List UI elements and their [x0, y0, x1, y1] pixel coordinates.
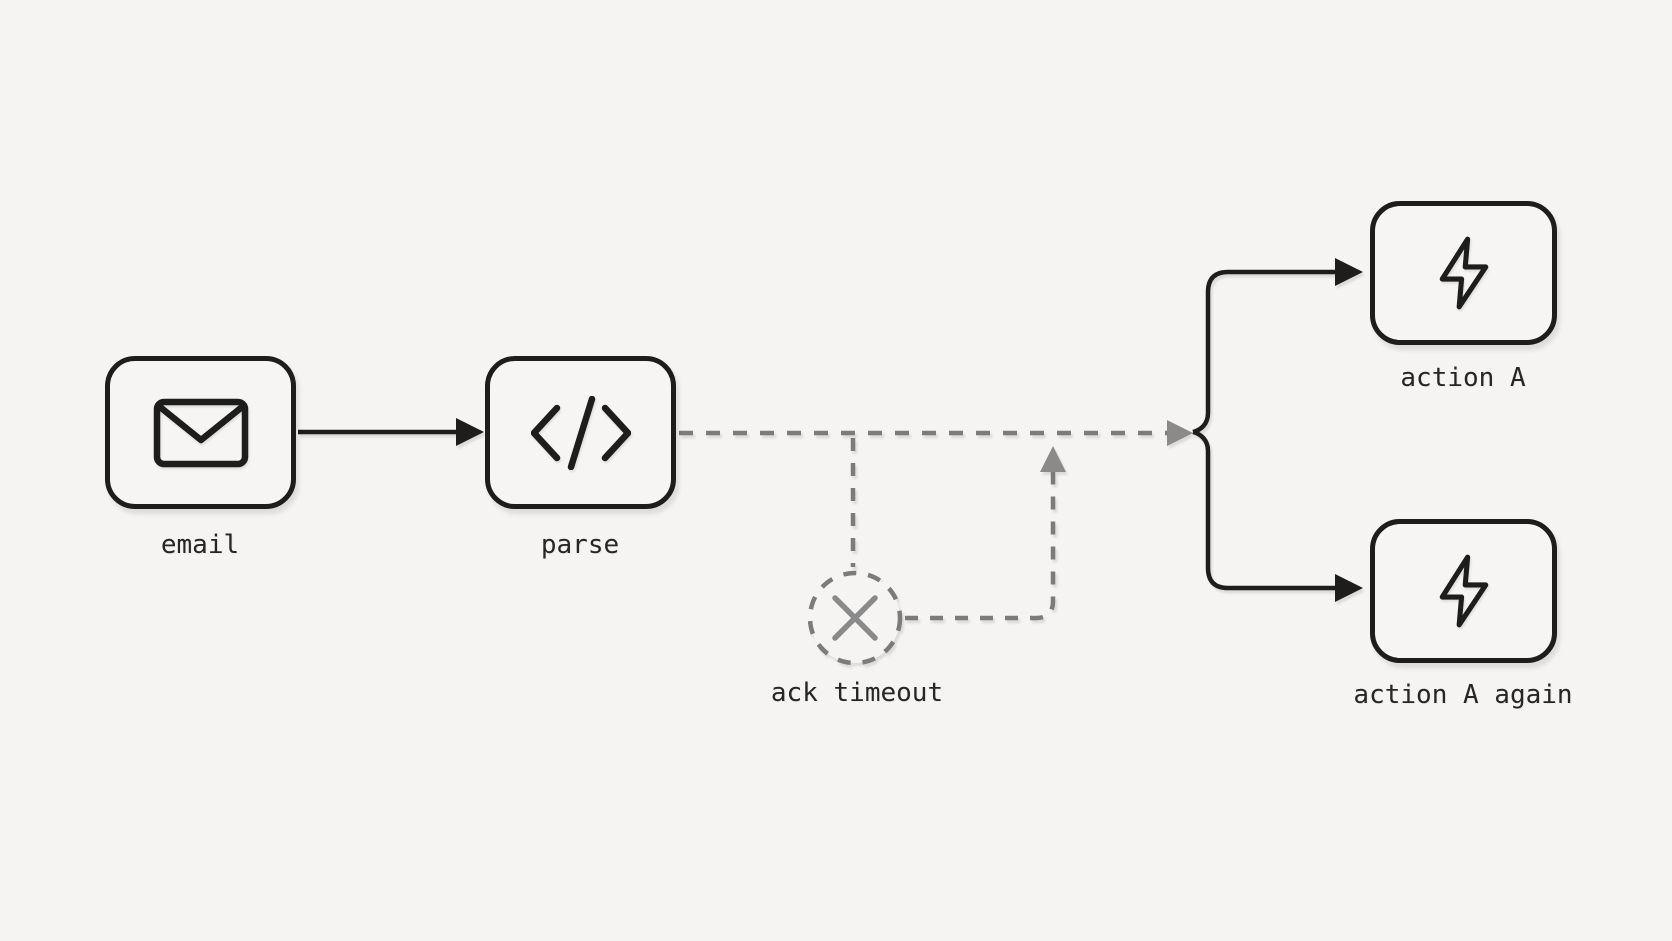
x-icon [832, 595, 878, 641]
node-email[interactable] [105, 356, 296, 509]
arrowhead-right-icon [456, 418, 484, 446]
edge-split-action-a-again [1192, 429, 1363, 602]
node-parse-label: parse [540, 530, 620, 560]
envelope-icon [153, 398, 248, 467]
edge-email-parse [298, 418, 484, 446]
node-action-a-again-label: action A again [1353, 680, 1573, 710]
node-email-label: email [160, 530, 240, 560]
node-action-a-label: action A [1400, 363, 1526, 393]
ack-timeout-label: ack timeout [770, 678, 944, 708]
edge-parse-split [679, 420, 1193, 446]
edge-split-action-a [1192, 258, 1363, 435]
node-action-a[interactable] [1370, 201, 1557, 345]
bolt-icon [1439, 236, 1488, 310]
arrowhead-right-icon [1335, 574, 1363, 602]
bolt-icon [1439, 554, 1488, 628]
ack-timeout-node[interactable] [807, 570, 903, 666]
arrowhead-right-icon [1335, 258, 1363, 286]
code-icon [530, 395, 631, 470]
arrowhead-up-gray-icon [1040, 446, 1066, 472]
arrowhead-right-gray-icon [1167, 420, 1193, 446]
edge-ack-timeout-return [905, 446, 1066, 621]
node-parse[interactable] [485, 356, 676, 509]
node-action-a-again[interactable] [1370, 519, 1557, 663]
